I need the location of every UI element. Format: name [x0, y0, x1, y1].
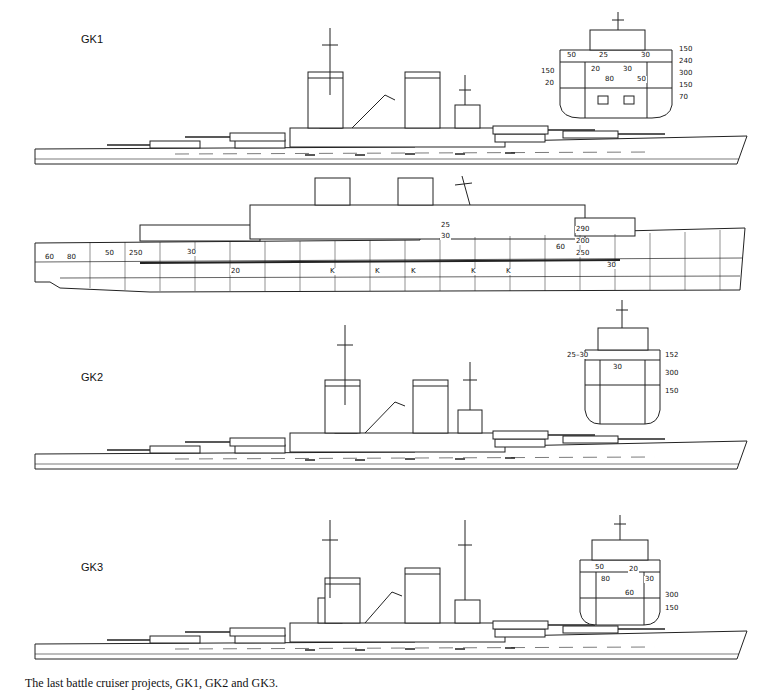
project-name: GK3 — [80, 562, 104, 573]
armor-thickness: 250 — [575, 250, 590, 257]
armor-thickness: 152 — [664, 352, 679, 359]
armor-thickness: 60 — [624, 590, 635, 597]
armor-thickness: 30 — [644, 576, 655, 583]
armor-thickness: 200 — [575, 238, 590, 245]
armor-thickness: 50 — [566, 52, 577, 59]
armor-thickness: 80 — [600, 576, 611, 583]
armor-thickness: 50 — [104, 250, 115, 257]
armor-thickness: 150 — [540, 68, 555, 75]
armor-thickness: 50 — [594, 564, 605, 571]
armor-thickness: 30 — [612, 364, 623, 371]
armor-thickness: 300 — [664, 370, 679, 377]
armor-thickness: K — [410, 268, 417, 275]
project-name: GK2 — [80, 372, 104, 383]
armor-thickness: 30 — [186, 249, 197, 256]
armor-thickness: 20 — [544, 80, 555, 87]
armor-thickness: 290 — [575, 226, 590, 233]
armor-thickness: 70 — [678, 94, 689, 101]
armor-thickness: 80 — [66, 254, 77, 261]
armor-thickness: 150 — [664, 605, 679, 612]
armor-thickness: 240 — [678, 58, 693, 65]
armor-thickness: 60 — [555, 244, 566, 251]
armor-thickness: K — [329, 268, 336, 275]
armor-thickness: 250 — [128, 250, 143, 257]
armor-thickness: 50 — [636, 76, 647, 83]
armor-thickness: 20 — [628, 566, 639, 573]
armor-thickness: 25 — [440, 222, 451, 229]
armor-thickness: 30 — [622, 66, 633, 73]
figure-caption: The last battle cruiser projects, GK1, G… — [25, 676, 278, 691]
armor-thickness: K — [470, 268, 477, 275]
armor-thickness: 25–30 — [566, 352, 589, 359]
armor-thickness: 150 — [664, 388, 679, 395]
armor-thickness: 150 — [678, 82, 693, 89]
armor-thickness: K — [374, 268, 381, 275]
armor-thickness: 300 — [664, 592, 679, 599]
armor-thickness: K — [505, 268, 512, 275]
armor-thickness: 80 — [604, 76, 615, 83]
armor-thickness: 30 — [440, 233, 451, 240]
armor-thickness: 300 — [678, 70, 693, 77]
armor-thickness: 25 — [598, 52, 609, 59]
armor-thickness: 30 — [640, 52, 651, 59]
armor-thickness: 20 — [590, 66, 601, 73]
armor-thickness: 150 — [678, 46, 693, 53]
armor-thickness: 20 — [230, 268, 241, 275]
armor-thickness: 60 — [44, 254, 55, 261]
project-name: GK1 — [80, 34, 104, 45]
armor-thickness: 30 — [606, 262, 617, 269]
